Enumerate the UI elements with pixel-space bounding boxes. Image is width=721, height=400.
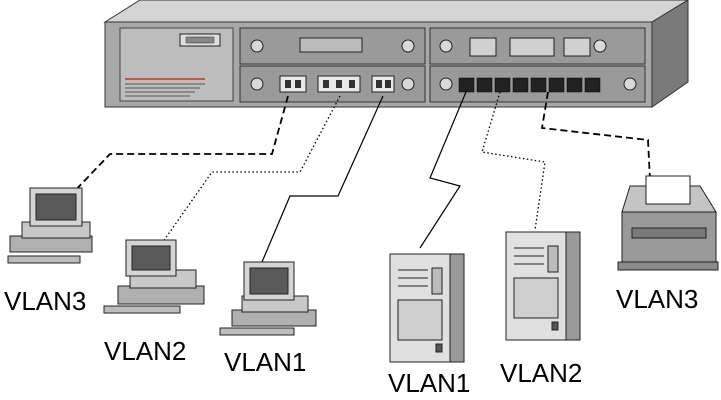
printer-body [622,212,716,268]
server-side [566,232,580,340]
fiber-port-1 [280,76,306,92]
label-server-right: VLAN2 [500,358,582,389]
port-hole [295,80,301,88]
server-vent [514,278,558,318]
cable-vlan2-server [482,92,545,230]
rj45-port [477,78,492,92]
label-pc-right: VLAN1 [224,347,306,378]
cable-vlan2-pc [160,96,340,246]
label-server-left: VLAN1 [388,368,470,399]
port-hole [323,80,329,88]
printer-base [618,262,718,270]
server-left-icon [390,254,464,362]
network-switch [105,0,688,107]
rj45-block [510,38,554,56]
rj45-port [513,78,528,92]
printer-tray [632,228,706,238]
pc-right-icon [220,262,316,335]
pc-keyboard [104,306,180,313]
server-drive [548,246,558,272]
pc-keyboard [8,256,80,263]
pc-screen [132,246,170,270]
pc-screen [36,194,76,220]
screw-icon [440,40,452,52]
rj45-port [459,78,474,92]
rj45-port [585,78,600,92]
server-button [552,322,558,330]
pc-screen [250,268,288,294]
screw-icon [440,78,452,90]
screw-icon [402,40,414,52]
server-drive [432,268,442,294]
printer-paper [646,176,690,204]
cable-vlan1-server [420,92,466,248]
cable-vlan1-pc [262,96,383,262]
port-hole [385,80,391,88]
pc-keyboard [220,328,294,335]
screw-icon [624,78,636,90]
screw-icon [594,40,606,52]
printer-icon [618,176,718,270]
screw-icon [402,78,414,90]
screw-icon [251,78,263,90]
pc-left-icon [8,188,92,263]
port-hole [376,80,382,88]
pc-base [118,286,204,304]
port-hole [349,80,355,88]
rj45-block [470,38,496,56]
rj45-port [567,78,582,92]
pc-mid-icon [104,240,204,313]
port-hole [285,80,291,88]
server-right-icon [506,232,580,340]
port-hole [336,80,342,88]
server-vent [398,300,442,340]
label-pc-left: VLAN3 [4,286,86,317]
rj45-port [531,78,546,92]
rj45-top-blocks [470,38,590,56]
server-side [450,254,464,362]
rj45-port [549,78,564,92]
console-port-pins [186,37,214,43]
fiber-port-top [300,38,362,52]
screw-icon [251,40,263,52]
server-button [436,344,442,352]
switch-top-face [105,0,688,22]
label-printer: VLAN3 [616,284,698,315]
label-pc-mid: VLAN2 [104,336,186,367]
rj45-port [495,78,510,92]
cable-vlan3-pc [70,96,288,196]
rj45-block [564,38,590,56]
